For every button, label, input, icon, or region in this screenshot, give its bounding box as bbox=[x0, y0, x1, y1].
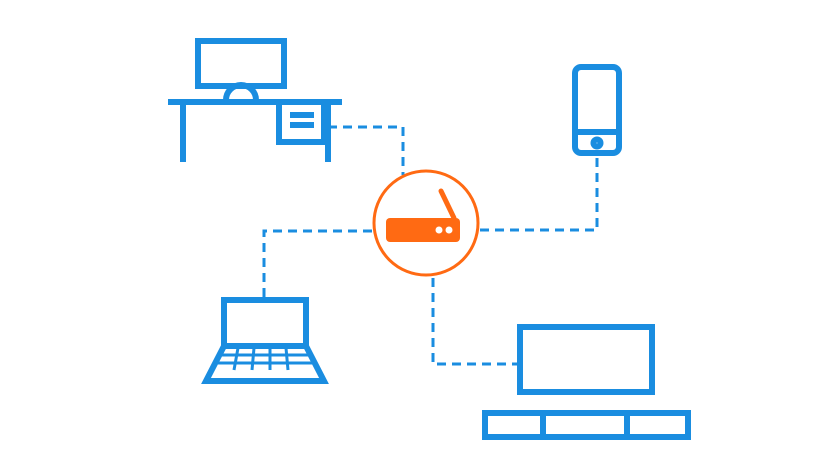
laptop-icon bbox=[201, 297, 329, 384]
tv-soundbar-icon bbox=[482, 324, 691, 440]
link-router-desktop bbox=[328, 125, 405, 175]
link-router-laptop bbox=[262, 229, 372, 297]
link-router-smartphone bbox=[480, 158, 599, 232]
connection-lines bbox=[262, 125, 599, 366]
desktop-workstation-icon bbox=[168, 38, 342, 162]
link-router-tv bbox=[431, 278, 518, 366]
smartphone-icon bbox=[572, 64, 622, 156]
router-icon bbox=[372, 169, 480, 277]
